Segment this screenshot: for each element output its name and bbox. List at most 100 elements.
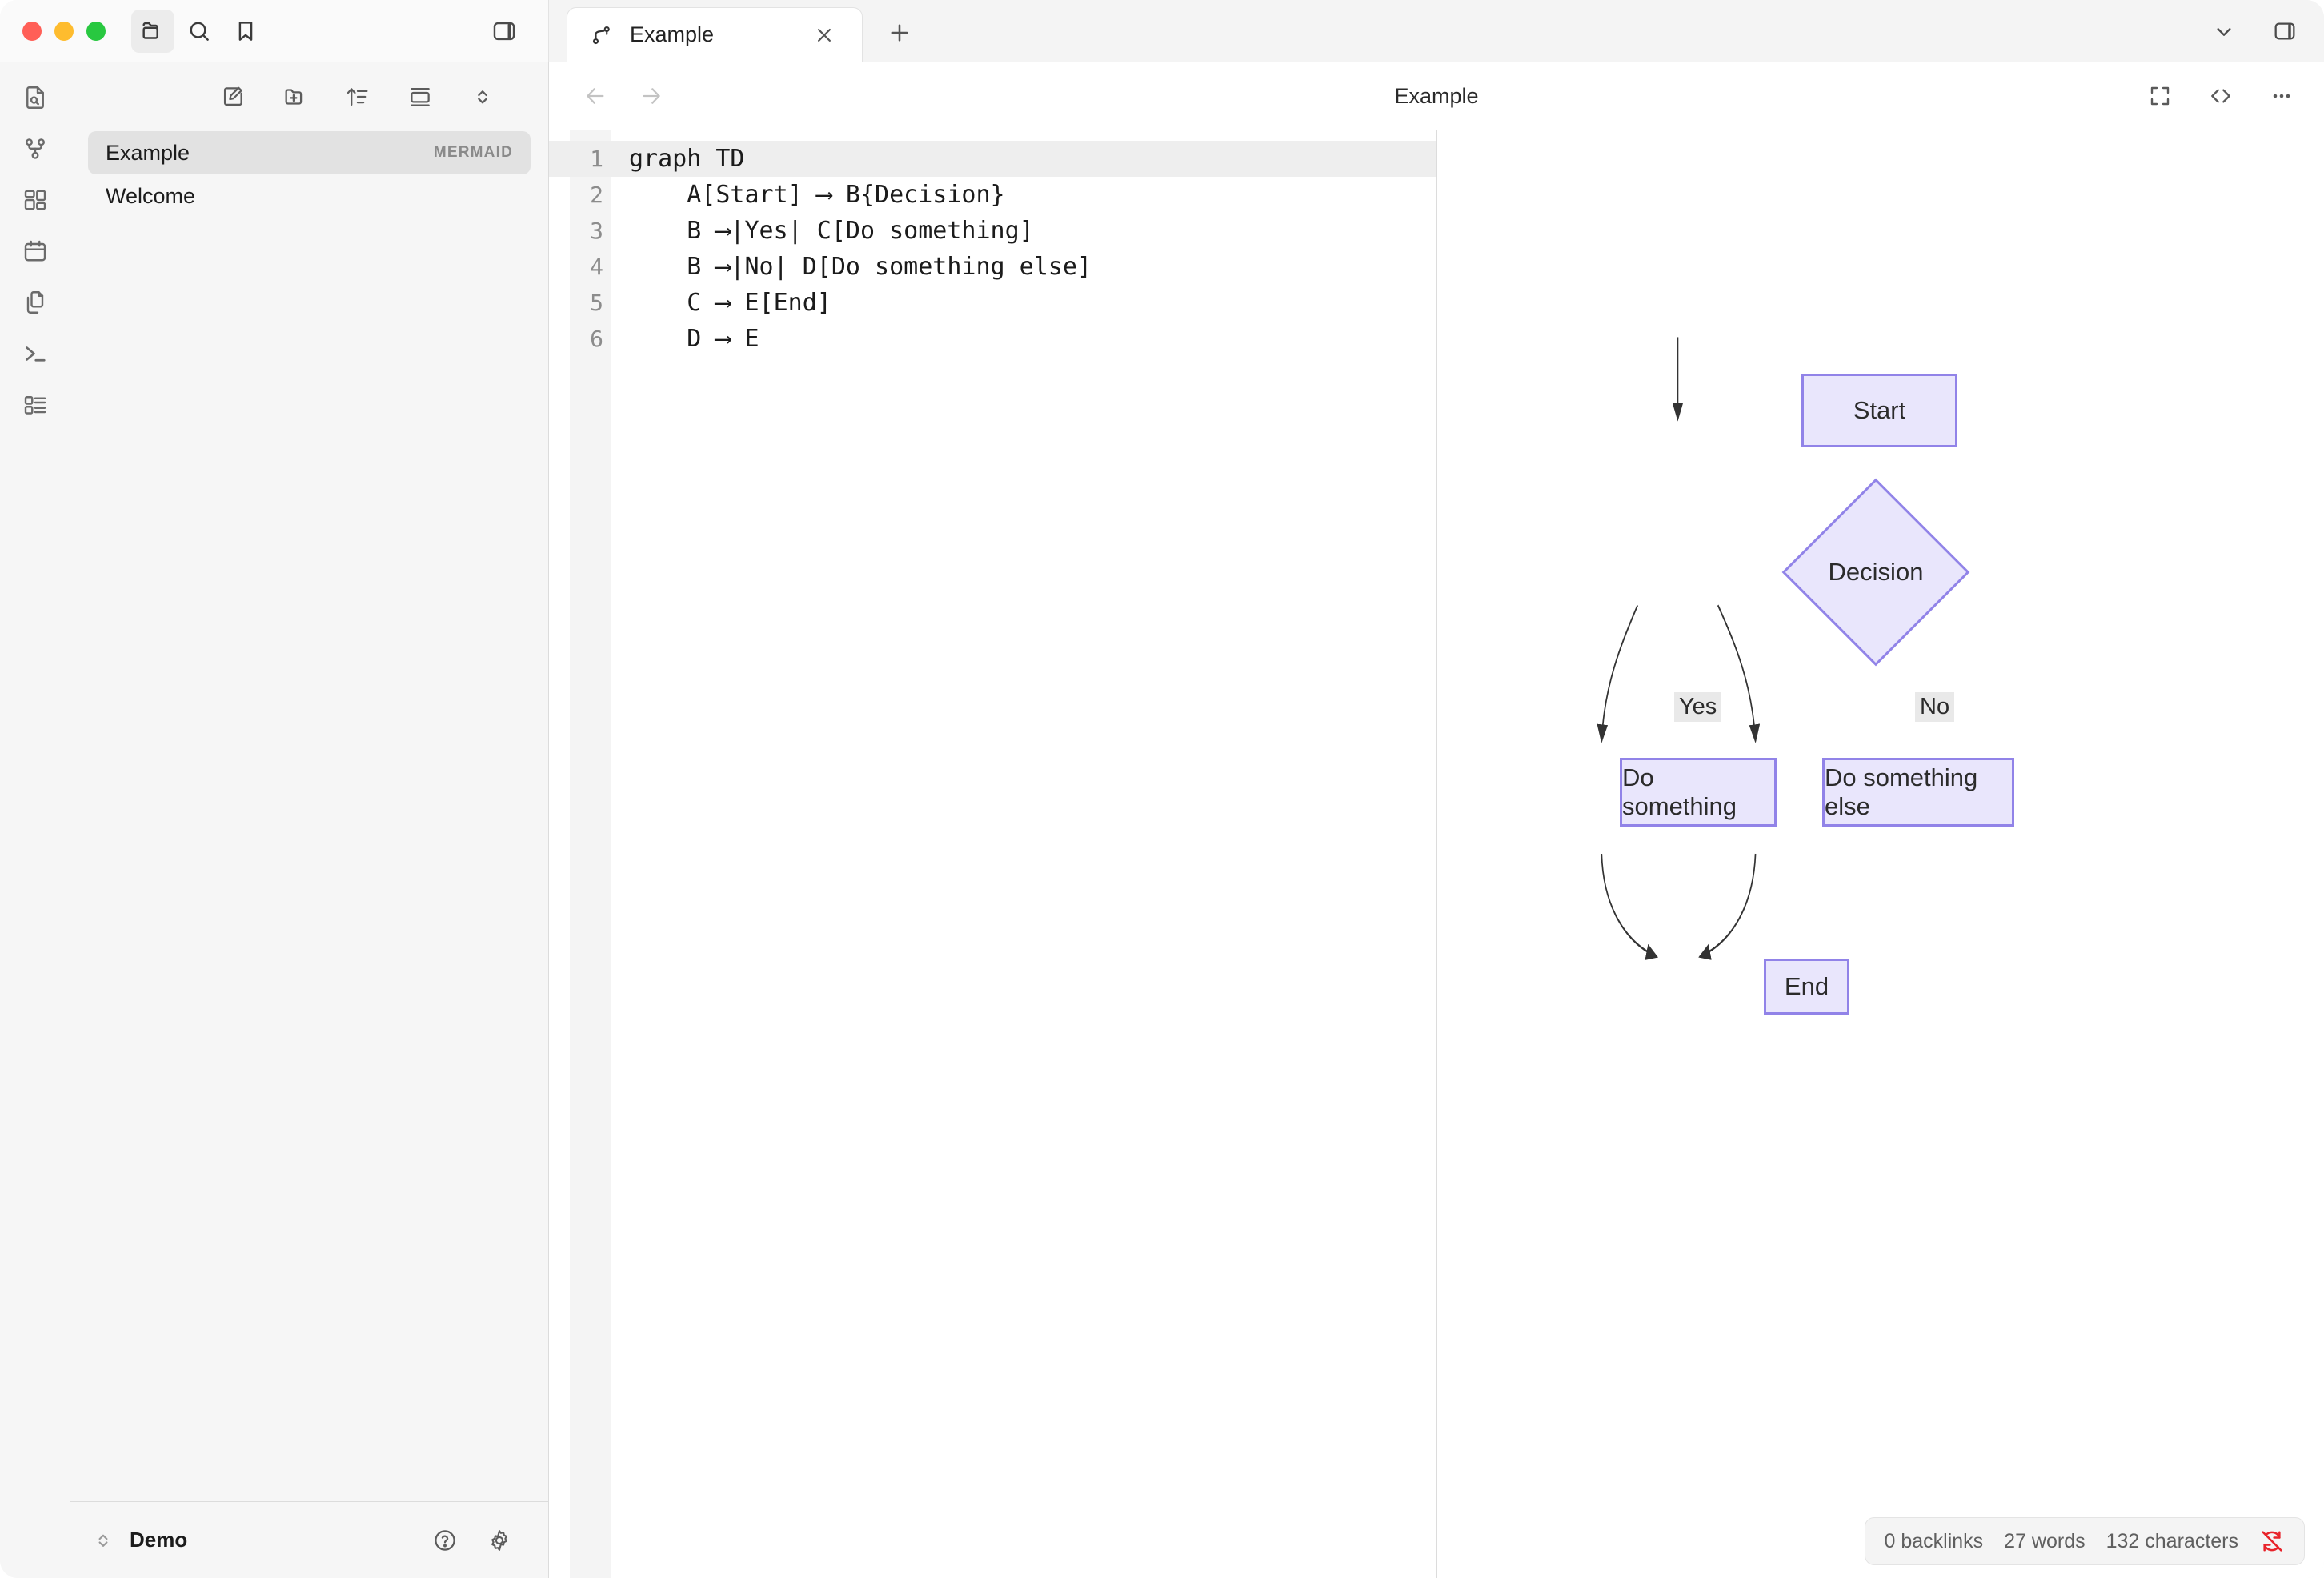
help-circle-icon[interactable] <box>425 1520 465 1560</box>
file-type-badge: MERMAID <box>433 144 513 161</box>
file-name: Example <box>106 140 190 165</box>
arrow-left-icon[interactable] <box>576 77 615 115</box>
document-header: Example <box>549 62 2324 130</box>
blocks-icon[interactable] <box>13 182 58 218</box>
code-content: 1 graph TD 2 A[Start] ⟶ B{Decision} 3 B … <box>549 130 1436 357</box>
navigation-controls <box>549 77 671 115</box>
file-list-item-welcome[interactable]: Welcome <box>88 174 531 218</box>
word-count: 27 words <box>2004 1529 2086 1552</box>
sync-off-icon[interactable] <box>2259 1528 2285 1554</box>
node-label: Start <box>1853 396 1906 424</box>
fullscreen-icon[interactable] <box>2142 78 2178 114</box>
arrow-right-icon[interactable] <box>632 77 671 115</box>
line-number: 5 <box>590 290 603 316</box>
code-line[interactable]: 6 D ⟶ E <box>549 321 1436 357</box>
file-search-icon[interactable] <box>13 80 58 115</box>
zoom-window-button[interactable] <box>86 21 106 41</box>
bookmark-icon[interactable] <box>224 10 267 53</box>
status-bar: 0 backlinks 27 words 132 characters <box>1864 1517 2305 1565</box>
sidebar-toolbar <box>70 62 548 131</box>
search-icon[interactable] <box>178 10 221 53</box>
code-line[interactable]: 4 B ⟶|No| D[Do something else] <box>549 249 1436 285</box>
close-window-button[interactable] <box>22 21 42 41</box>
chevron-down-icon[interactable] <box>2204 11 2244 51</box>
layout-panel-icon[interactable] <box>2265 11 2305 51</box>
line-text: graph TD <box>629 145 745 173</box>
line-number: 2 <box>590 182 603 208</box>
edge-label-yes: Yes <box>1674 692 1722 723</box>
line-number: 4 <box>590 254 603 280</box>
code-brackets-icon[interactable] <box>2202 78 2239 114</box>
mermaid-preview[interactable]: Start Decision Do something Do something… <box>1437 130 2324 1578</box>
code-line[interactable]: 2 A[Start] ⟶ B{Decision} <box>549 177 1436 213</box>
workspace-name[interactable]: Demo <box>130 1528 188 1552</box>
sort-ascending-icon[interactable] <box>337 76 379 118</box>
node-label: Do something <box>1622 763 1737 820</box>
code-editor[interactable]: 1 graph TD 2 A[Start] ⟶ B{Decision} 3 B … <box>549 130 1437 1578</box>
calendar-icon[interactable] <box>13 234 58 269</box>
editor-preview-split: 1 graph TD 2 A[Start] ⟶ B{Decision} 3 B … <box>549 130 2324 1578</box>
diagram-node-do-something[interactable]: Do something <box>1620 758 1777 827</box>
folder-plus-icon[interactable] <box>274 76 316 118</box>
line-text: D ⟶ E <box>629 325 759 353</box>
diagram-node-end[interactable]: End <box>1764 959 1849 1015</box>
line-text: A[Start] ⟶ B{Decision} <box>629 181 1005 209</box>
node-label: Decision <box>1828 558 1924 586</box>
tabstrip-actions <box>2204 11 2305 51</box>
window-controls <box>0 21 106 41</box>
gutter-background <box>570 130 611 1578</box>
sidebar-footer: Demo <box>70 1501 548 1578</box>
activity-rail <box>0 62 70 1578</box>
node-label: End <box>1784 972 1829 1000</box>
terminal-icon[interactable] <box>13 336 58 371</box>
file-name: Welcome <box>106 183 196 208</box>
minimize-window-button[interactable] <box>54 21 74 41</box>
line-text: C ⟶ E[End] <box>629 289 831 317</box>
file-list-item-example[interactable]: Example MERMAID <box>88 131 531 174</box>
tab-example[interactable]: Example <box>567 7 863 62</box>
code-line[interactable]: 1 graph TD <box>549 141 1436 177</box>
document-actions <box>2142 78 2300 114</box>
node-label: Do something else <box>1825 763 1978 820</box>
panel-icon[interactable] <box>399 76 441 118</box>
diagram-node-do-something-else[interactable]: Do something else <box>1822 758 2014 827</box>
chevron-updown-icon[interactable] <box>462 76 503 118</box>
ellipsis-icon[interactable] <box>2263 78 2300 114</box>
edit-square-icon[interactable] <box>212 76 254 118</box>
graph-icon[interactable] <box>13 131 58 166</box>
right-panel-icon[interactable] <box>483 10 526 53</box>
close-icon[interactable] <box>806 17 843 54</box>
app-body: Example MERMAID Welcome Demo <box>0 62 2324 1578</box>
code-line[interactable]: 3 B ⟶|Yes| C[Do something] <box>549 213 1436 249</box>
line-number: 1 <box>590 146 603 172</box>
page-title: Example <box>1394 83 1479 108</box>
titlebar-left-section <box>0 0 549 62</box>
diagram-node-start[interactable]: Start <box>1801 374 1957 447</box>
gear-icon[interactable] <box>479 1520 519 1560</box>
character-count: 132 characters <box>2106 1529 2238 1552</box>
titlebar-actions <box>131 9 267 53</box>
node-label-decision: Decision <box>1809 506 1942 639</box>
edge-label: Yes <box>1679 694 1717 719</box>
plus-icon[interactable] <box>876 9 924 57</box>
tab-label: Example <box>630 22 715 46</box>
line-text: B ⟶|Yes| C[Do something] <box>629 217 1034 245</box>
diagram-edges <box>1597 337 1761 960</box>
line-text: B ⟶|No| D[Do something else] <box>629 253 1092 281</box>
line-number: 6 <box>590 326 603 352</box>
mermaid-flow-icon <box>590 23 614 47</box>
edge-label: No <box>1920 694 1950 719</box>
title-bar: Example <box>0 0 2324 62</box>
file-list: Example MERMAID Welcome <box>70 131 548 1501</box>
code-line[interactable]: 5 C ⟶ E[End] <box>549 285 1436 321</box>
edge-label-no: No <box>1915 692 1955 723</box>
file-sidebar: Example MERMAID Welcome Demo <box>70 62 549 1578</box>
copy-files-icon[interactable] <box>13 285 58 320</box>
tab-strip: Example <box>549 0 2324 62</box>
backlinks-count: 0 backlinks <box>1884 1529 1984 1552</box>
chevron-updown-icon[interactable] <box>91 1528 115 1552</box>
folder-icon[interactable] <box>131 9 174 53</box>
line-number: 3 <box>590 218 603 244</box>
list-view-icon[interactable] <box>13 387 58 423</box>
